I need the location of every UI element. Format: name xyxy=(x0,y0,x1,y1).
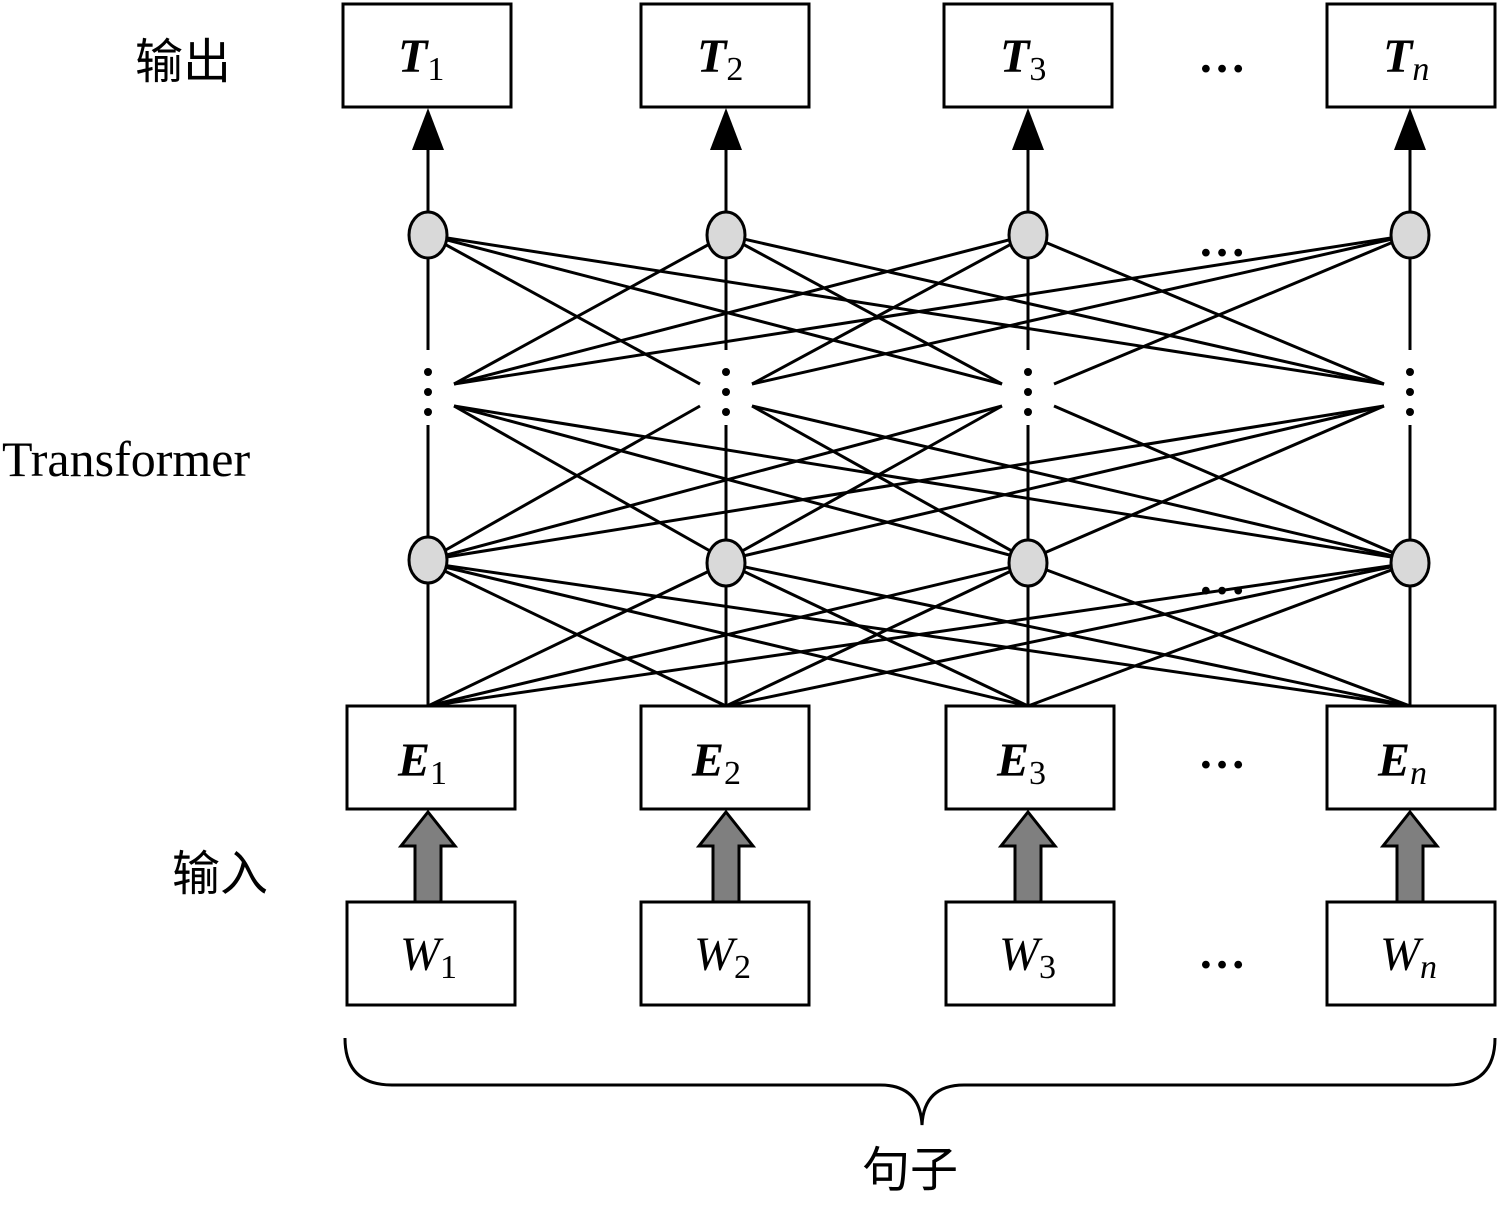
bottom-layer-ellipsis: … xyxy=(1198,552,1246,605)
transformer-connections xyxy=(427,233,1411,708)
bottom-node-3 xyxy=(1007,538,1049,588)
input-arrow-2 xyxy=(695,809,757,904)
embedding-ellipsis: … xyxy=(1198,726,1246,779)
input-arrow-n xyxy=(1379,809,1441,904)
input-label: 输入 xyxy=(172,846,268,902)
mid-connection-4-3 xyxy=(1027,404,1385,562)
bottom-connection-4-2 xyxy=(725,561,1411,708)
input-arrow-3 xyxy=(997,809,1059,904)
top-connection-3-4 xyxy=(1027,233,1385,386)
output-arrowhead-3 xyxy=(1012,108,1044,150)
embedding-boxes: E1 E2 E3 … En xyxy=(345,704,1497,811)
top-node-n xyxy=(1389,210,1431,260)
top-connection-2-4 xyxy=(725,233,1385,386)
output-box-2 xyxy=(639,2,811,109)
top-connection-2-3 xyxy=(725,233,1003,386)
output-ellipsis: … xyxy=(1198,30,1246,83)
output-box-1 xyxy=(341,2,513,109)
mid-connection-2-1 xyxy=(427,404,701,562)
output-token-1: T1 xyxy=(398,30,444,88)
top-connection-4-3 xyxy=(1053,233,1411,386)
top-layer-nodes xyxy=(407,210,1431,260)
bottom-layer-nodes xyxy=(407,535,1431,588)
output-box-3 xyxy=(942,2,1114,109)
bottom-connection-4-3 xyxy=(1027,561,1411,708)
output-token-2: T2 xyxy=(697,30,743,88)
embedding-box-1 xyxy=(345,704,517,811)
output-arrowhead-1 xyxy=(412,108,444,150)
top-connection-1-2 xyxy=(427,233,701,386)
word-boxes: W1 W2 W3 … Wn xyxy=(345,900,1497,1007)
embedding-token-1: E1 xyxy=(397,734,447,792)
top-connection-3-2 xyxy=(751,233,1029,386)
mid-connection-4-1 xyxy=(427,404,1385,562)
input-arrow-1 xyxy=(397,809,459,904)
bottom-connection-2-1 xyxy=(427,561,727,708)
word-token-2: W2 xyxy=(694,928,751,986)
word-box-1 xyxy=(345,900,517,1007)
mid-connection-1-3 xyxy=(453,404,1029,562)
bottom-node-n xyxy=(1389,538,1431,588)
top-connection-1-3 xyxy=(427,233,1003,386)
sentence-brace xyxy=(343,1037,1497,1126)
output-token-3: T3 xyxy=(1000,30,1046,88)
embedding-box-3 xyxy=(944,704,1116,811)
output-token-n: Tn xyxy=(1383,30,1429,88)
word-token-n: Wn xyxy=(1380,928,1437,986)
word-ellipsis: … xyxy=(1198,926,1246,979)
top-connection-2-1 xyxy=(453,233,727,386)
top-connection-3-1 xyxy=(453,233,1029,386)
bottom-connection-3-2 xyxy=(725,561,1029,708)
output-arrows xyxy=(412,108,1426,212)
top-layer-ellipsis: … xyxy=(1198,214,1246,267)
embedding-token-2: E2 xyxy=(691,734,741,792)
bottom-node-2 xyxy=(705,538,747,588)
word-box-3 xyxy=(944,900,1116,1007)
bottom-node-1 xyxy=(407,535,449,585)
sentence-label: 句子 xyxy=(862,1142,958,1198)
word-box-2 xyxy=(639,900,811,1007)
top-connection-4-1 xyxy=(453,233,1411,386)
embedding-token-3: E3 xyxy=(996,734,1046,792)
word-token-3: W3 xyxy=(999,928,1056,986)
top-connection-4-2 xyxy=(751,233,1411,386)
top-node-1 xyxy=(407,210,449,260)
top-node-2 xyxy=(705,210,747,260)
top-node-3 xyxy=(1007,210,1049,260)
word-token-1: W1 xyxy=(400,928,457,986)
embedding-box-2 xyxy=(639,704,811,811)
output-boxes: T1 T2 T3 … Tn xyxy=(341,2,1497,109)
output-label: 输出 xyxy=(135,34,231,90)
word-box-n xyxy=(1325,900,1497,1007)
mid-connection-4-2 xyxy=(725,404,1385,562)
layer-ellipsis-columns xyxy=(424,258,1414,540)
input-arrows xyxy=(397,809,1441,904)
node-to-embedding-lines xyxy=(426,584,1412,706)
transformer-label: Transformer xyxy=(2,431,250,487)
output-arrowhead-2 xyxy=(710,108,742,150)
embedding-token-n: En xyxy=(1377,734,1427,792)
embedding-box-n xyxy=(1325,704,1497,811)
bottom-connection-3-1 xyxy=(427,561,1029,708)
mid-connection-3-4 xyxy=(1053,404,1411,562)
bottom-connection-4-1 xyxy=(427,561,1411,708)
output-arrowhead-n xyxy=(1394,108,1426,150)
mid-connection-1-2 xyxy=(453,404,727,562)
mid-connection-2-3 xyxy=(751,404,1029,562)
mid-connection-1-4 xyxy=(453,404,1411,562)
mid-connection-2-4 xyxy=(751,404,1411,562)
output-box-n xyxy=(1325,2,1497,109)
mid-connection-3-1 xyxy=(427,404,1003,562)
mid-connection-3-2 xyxy=(725,404,1003,562)
top-connection-1-4 xyxy=(427,233,1385,386)
